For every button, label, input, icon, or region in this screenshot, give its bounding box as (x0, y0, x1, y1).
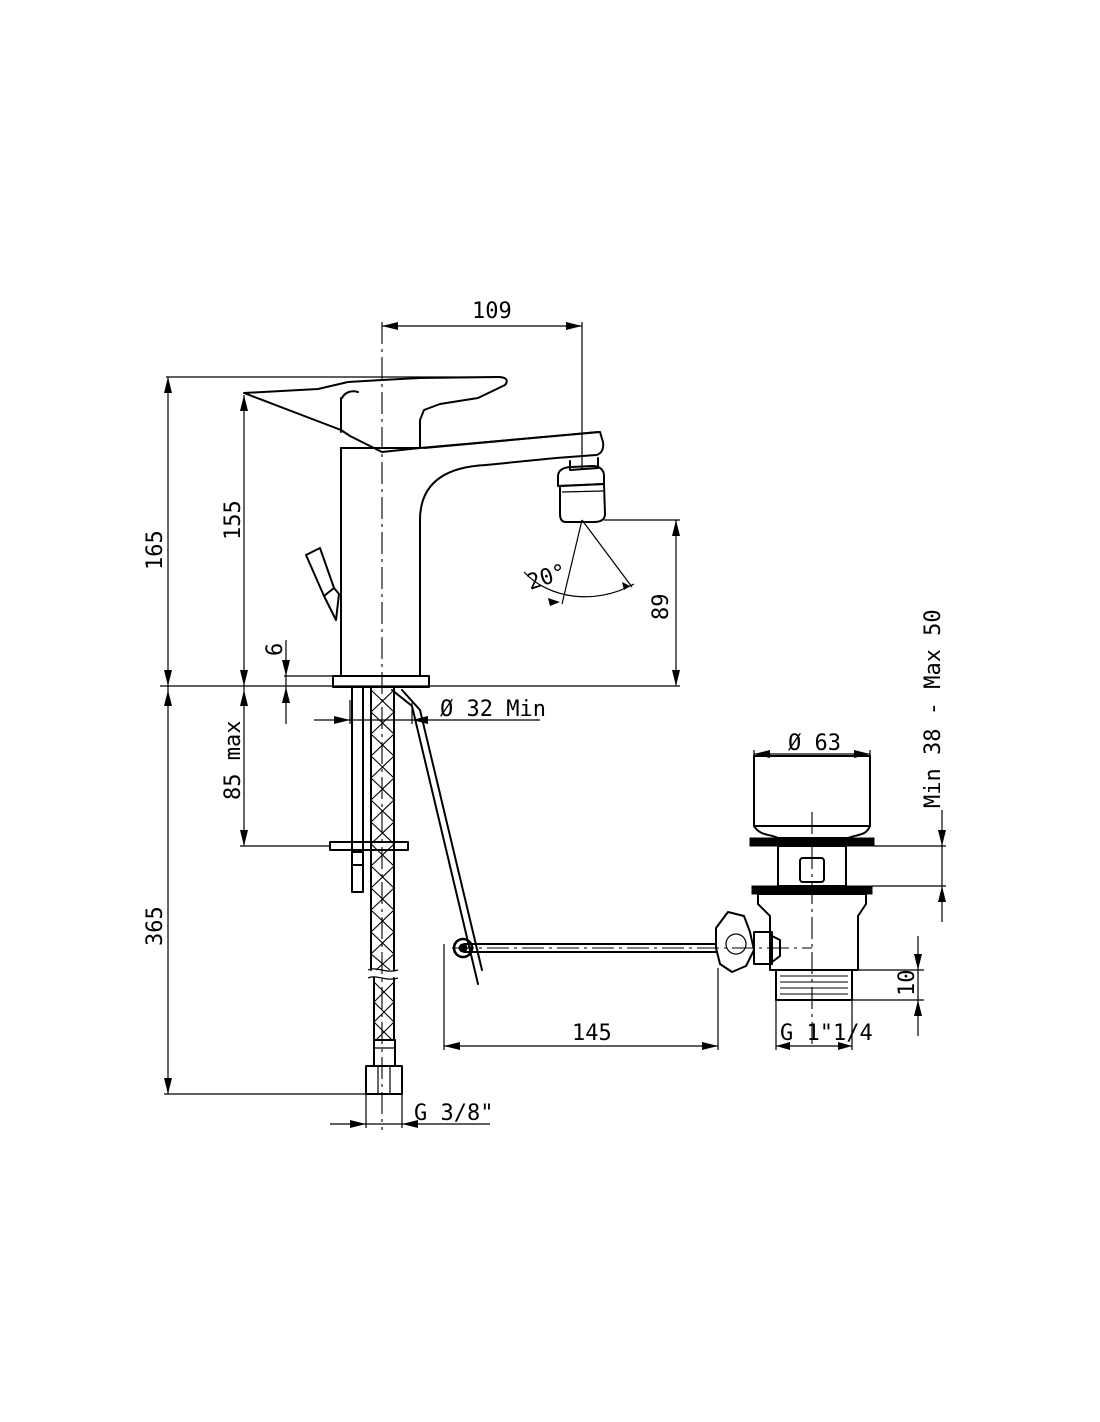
dim-rod-length: 145 (443, 944, 719, 1050)
spray-angle-label: 20° (524, 560, 570, 596)
dim-hose-thread: G 3/8" (330, 1094, 493, 1128)
center-lines (381, 322, 813, 1130)
aerator (557, 457, 606, 523)
spray-angle: 20° (523, 519, 635, 606)
dim-body-height: 155 (221, 395, 248, 686)
dim-base-thickness: 6 (263, 640, 333, 724)
dim-89-label: 89 (649, 594, 674, 621)
dim-109-label: 109 (472, 299, 512, 324)
lift-rod (391, 689, 717, 985)
dim-145-label: 145 (572, 1021, 612, 1046)
dim-365-label: 365 (143, 906, 168, 946)
waste-assembly (715, 755, 875, 1001)
dim-waste-thread-label: G 1"1/4 (780, 1021, 873, 1046)
faucet-body (243, 376, 605, 688)
dim-waste-thread: G 1"1/4 (775, 1000, 873, 1050)
hose-braid (370, 689, 395, 1041)
dim-spout-reach: 109 (382, 299, 583, 470)
dim-63-label: Ø 63 (788, 731, 841, 756)
dim-6-label: 6 (263, 643, 288, 656)
popup-rod (305, 547, 340, 621)
dim-hose-length: 365 (143, 686, 366, 1095)
dim-waste-diameter: Ø 63 (753, 731, 871, 758)
dim-hole-diameter: Ø 32 Min (314, 697, 546, 724)
dim-85-label: 85 max (221, 721, 246, 800)
dim-waste-range: Min 38 - Max 50 (872, 609, 946, 922)
dim-10-label: 10 (895, 970, 920, 997)
dim-hose-thread-label: G 3/8" (414, 1101, 493, 1126)
dim-deck-thickness: 85 max (221, 686, 330, 847)
hose-assembly (329, 686, 409, 1095)
dim-thread-length: 10 (852, 936, 924, 1036)
dim-165-label: 165 (143, 530, 168, 570)
dim-hole-label: Ø 32 Min (440, 697, 546, 722)
dim-range-label: Min 38 - Max 50 (921, 609, 946, 808)
thread-hatch (780, 975, 848, 995)
dim-overall-height: 165 (143, 376, 498, 686)
dim-155-label: 155 (221, 500, 246, 540)
dim-aerator-height: 89 (604, 519, 680, 686)
